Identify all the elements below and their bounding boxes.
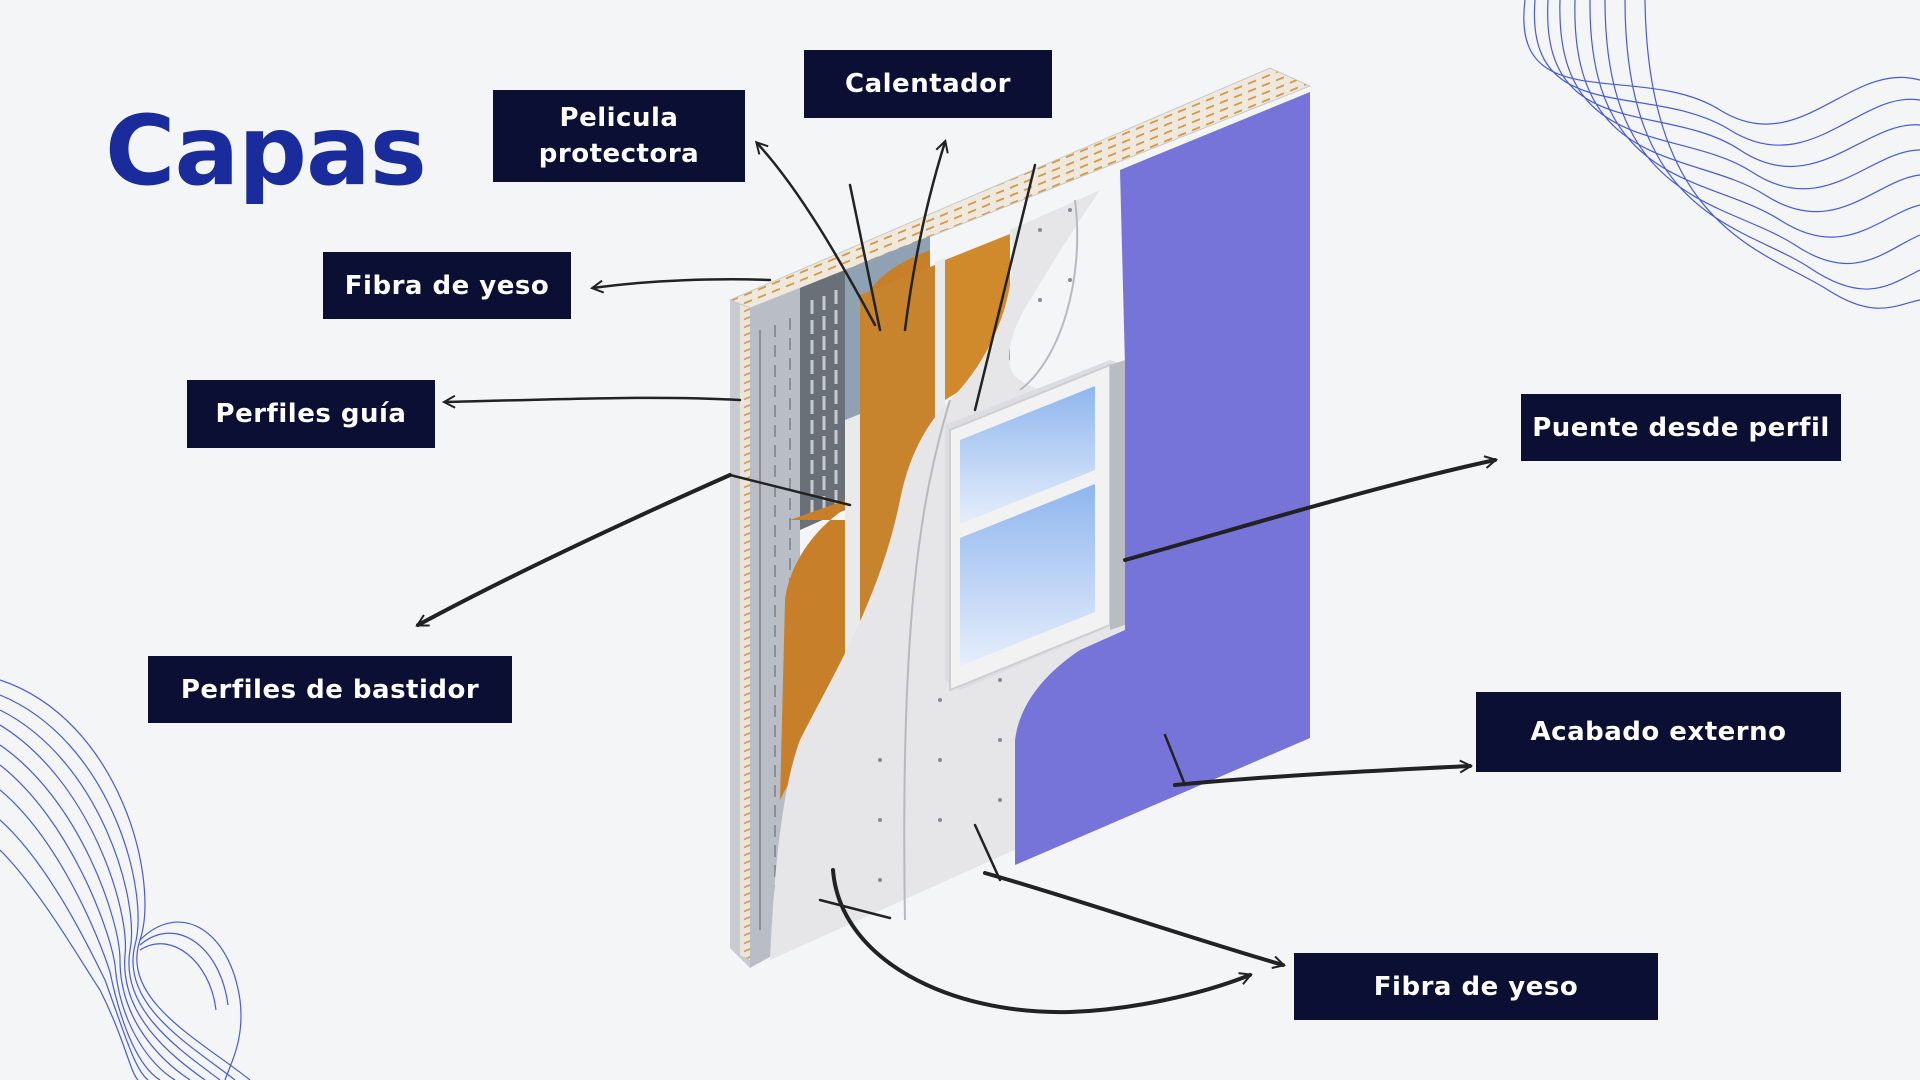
arrow-puente (1123, 460, 1495, 562)
label-perfiles-de-bastidor: Perfiles de bastidor (148, 656, 512, 723)
label-fibra-bottom-text: Fibra de yeso (1373, 971, 1579, 1002)
wall-top-edge (728, 67, 1312, 309)
arrow-fibra-bottom-2 (831, 868, 1250, 1015)
label-pelicula-line1: Pelicula (559, 103, 679, 133)
arrow-perfiles-guia (445, 398, 742, 402)
label-acabado-externo: Acabado externo (1476, 692, 1841, 772)
window-pane-lower (960, 484, 1095, 666)
label-calentador: Calentador (804, 50, 1052, 118)
decorative-waves-bottom-left (0, 679, 251, 1080)
window (945, 360, 1125, 692)
arrow-fibra-bottom-1 (983, 871, 1283, 965)
decorative-waves-top-right (1523, 0, 1920, 309)
label-fibra-top-text: Fibra de yeso (344, 270, 550, 301)
label-pelicula-line2: protectora (538, 139, 700, 169)
label-perfiles-guia: Perfiles guía (187, 380, 435, 448)
label-bastidor-text: Perfiles de bastidor (180, 674, 480, 705)
arrow-pelicula (757, 143, 877, 327)
external-finish-layer (1015, 92, 1310, 865)
arrow-calentador (903, 142, 945, 332)
arrow-bastidor (418, 473, 732, 627)
arrow-acabado (1173, 766, 1470, 787)
label-calentador-text: Calentador (845, 69, 1011, 99)
annotation-arrows (418, 142, 1495, 1015)
arrow-fibra-top (593, 278, 772, 288)
page-title: Capas (105, 95, 427, 207)
label-fibra-de-yeso-bottom: Fibra de yeso (1294, 953, 1658, 1020)
label-perfiles-guia-text: Perfiles guía (215, 399, 407, 429)
label-acabado-text: Acabado externo (1530, 717, 1787, 747)
label-pelicula-protectora: Pelicula protectora (493, 90, 745, 182)
label-fibra-de-yeso-top: Fibra de yeso (323, 252, 571, 319)
window-pane-upper (960, 386, 1095, 524)
screw-dots (878, 208, 1072, 882)
label-puente-text: Puente desde perfil (1532, 412, 1830, 443)
label-puente-desde-perfil: Puente desde perfil (1521, 394, 1841, 461)
